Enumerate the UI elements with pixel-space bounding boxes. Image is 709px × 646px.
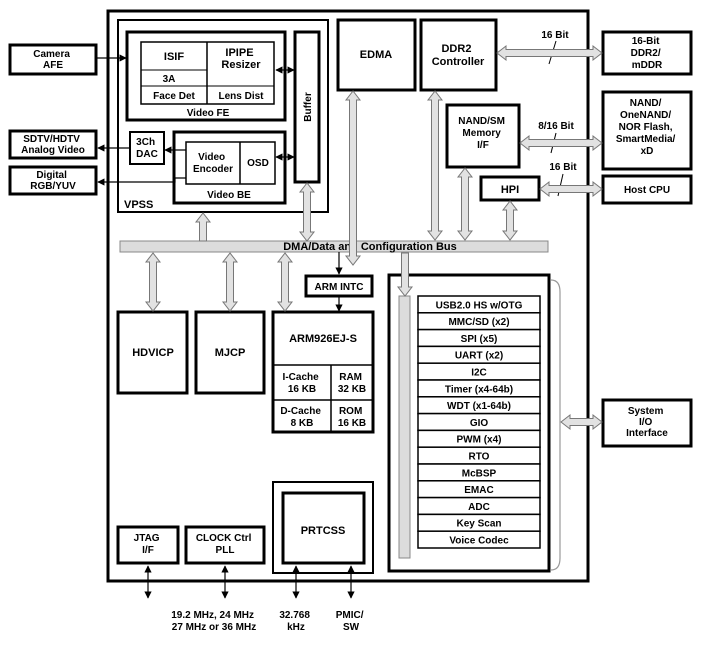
hdvicp-label: HDVICP xyxy=(132,347,174,359)
system-io-label: System I/O Interface xyxy=(626,406,668,439)
arm926-title: ARM926EJ-S xyxy=(289,333,357,345)
ram-label: RAM 32 KB xyxy=(338,372,366,395)
arm926-block xyxy=(271,310,375,434)
digital-rgb-label: Digital RGB/YUV xyxy=(30,170,76,192)
peripheral-label: UART (x2) xyxy=(455,351,503,362)
hdvicp-block xyxy=(116,310,189,395)
nand-sm-label: NAND/SM Memory I/F xyxy=(458,116,507,151)
buffer-label: Buffer xyxy=(303,92,314,122)
video-be-label: Video BE xyxy=(207,190,251,201)
clock-pll-block xyxy=(184,525,266,565)
peripheral-label: MMC/SD (x2) xyxy=(448,317,509,328)
nand-flash-block xyxy=(601,90,693,171)
peripheral-label: ADC xyxy=(468,502,490,513)
hpi-bus-width: 16 Bit xyxy=(549,162,577,173)
host-cpu-block xyxy=(601,174,693,205)
system-io-arrow xyxy=(560,413,603,431)
nand-bus-width: 8/16 Bit xyxy=(538,121,574,132)
camera-afe-label: Camera AFE xyxy=(33,49,72,71)
clock-freq-label: 19.2 MHz, 24 MHz 27 MHz or 36 MHz xyxy=(171,610,257,633)
peripheral-label: Timer (x4-64b) xyxy=(445,384,513,395)
rom-label: ROM 16 KB xyxy=(338,406,366,429)
arm-intc-label: ARM INTC xyxy=(315,282,364,293)
peripheral-row xyxy=(417,530,541,549)
face-det-label: Face Det xyxy=(153,91,195,102)
hpi-bus-arrow xyxy=(501,200,519,241)
buffer-block xyxy=(293,30,321,184)
sdtv-hdtv-label: SDTV/HDTV Analog Video xyxy=(21,134,85,156)
host-cpu-label: Host CPU xyxy=(624,185,670,196)
dma-bus-label: DMA/Data and Configuration Bus xyxy=(283,241,457,253)
ddr2-mddr-block xyxy=(601,30,693,76)
hpi-label: HPI xyxy=(501,184,519,196)
dma-bus xyxy=(119,240,549,253)
camera-afe-block xyxy=(8,43,98,76)
mjcp-block xyxy=(194,310,266,395)
jtag-label: JTAG I/F xyxy=(134,533,163,556)
jtag-block xyxy=(116,525,180,565)
digital-rgb-block xyxy=(8,165,98,196)
peripheral-label: WDT (x1-64b) xyxy=(447,401,511,412)
mjcp-bus-arrow xyxy=(221,252,239,312)
edma-bus-arrow xyxy=(344,90,362,266)
hpi-external-arrow xyxy=(539,180,603,198)
ddr2-mddr-label: 16-Bit DDR2/ mDDR xyxy=(631,36,664,71)
peripheral-list: USB2.0 HS w/OTG MMC/SD (x2) SPI (x5) UART (… xyxy=(417,295,541,549)
dac-label: 3Ch DAC xyxy=(136,137,158,160)
pmic-label: PMIC/ SW xyxy=(336,610,367,633)
clock-pll-label: CLOCK Ctrl PLL xyxy=(196,533,254,556)
osd-label: OSD xyxy=(247,158,269,169)
system-io-block xyxy=(601,398,693,448)
three-a-label: 3A xyxy=(163,74,176,85)
peripheral-label: PWM (x4) xyxy=(457,435,502,446)
peripheral-label: McBSP xyxy=(462,468,497,479)
prtcss-block xyxy=(281,491,366,565)
arm-bus-arrow xyxy=(276,252,294,312)
video-be-inner xyxy=(185,141,276,185)
video-encoder-label: Video Encoder xyxy=(193,152,233,175)
peripheral-label: USB2.0 HS w/OTG xyxy=(436,300,523,311)
sdtv-hdtv-block xyxy=(8,129,98,160)
peripheral-label: Key Scan xyxy=(456,519,501,530)
nand-external-arrow xyxy=(519,134,603,152)
buffer-bus-arrow xyxy=(298,182,316,242)
ddr2-controller-label: DDR2 Controller xyxy=(432,43,485,68)
nand-sm-block xyxy=(445,103,521,169)
mjcp-label: MJCP xyxy=(215,347,246,359)
peripheral-bus-arrow xyxy=(396,252,414,297)
isif-label: ISIF xyxy=(164,51,184,63)
lens-dist-label: Lens Dist xyxy=(218,91,264,102)
peripheral-label: EMAC xyxy=(464,485,493,496)
ipipe-resizer-label: IPIPE Resizer xyxy=(221,47,261,71)
prtcss-label: PRTCSS xyxy=(301,525,346,537)
vpss-label: VPSS xyxy=(124,199,153,211)
ddr2-bus-width: 16 Bit xyxy=(541,30,569,41)
arm-intc-block xyxy=(304,274,374,298)
peripheral-label: SPI (x5) xyxy=(461,334,498,345)
vpss-bus-arrow xyxy=(194,212,212,242)
ddr2-bus-arrow xyxy=(426,90,444,241)
peripheral-label: I2C xyxy=(471,368,487,379)
rtc-freq-label: 32.768 kHz xyxy=(279,610,312,633)
dac-block xyxy=(129,131,165,165)
video-fe-label: Video FE xyxy=(187,108,230,119)
icache-label: I-Cache 16 KB xyxy=(283,372,322,395)
peripheral-label: Voice Codec xyxy=(449,536,509,547)
nand-bus-arrow xyxy=(456,167,474,241)
nand-flash-label: NAND/ OneNAND/ NOR Flash, SmartMedia/ xD xyxy=(616,98,678,157)
io-bracket xyxy=(550,279,561,571)
peripheral-label: RTO xyxy=(469,452,490,463)
peripheral-bus xyxy=(398,295,411,559)
edma-block xyxy=(336,18,417,92)
peripheral-label: GIO xyxy=(470,418,489,429)
hdvicp-bus-arrow xyxy=(144,252,162,312)
ddr2-external-arrow xyxy=(496,44,603,62)
edma-label: EDMA xyxy=(360,49,392,61)
bus-connection-arrows xyxy=(144,44,603,431)
ddr2-controller-block xyxy=(419,18,498,92)
hpi-block xyxy=(479,175,541,202)
dcache-label: D-Cache 8 KB xyxy=(280,406,323,429)
